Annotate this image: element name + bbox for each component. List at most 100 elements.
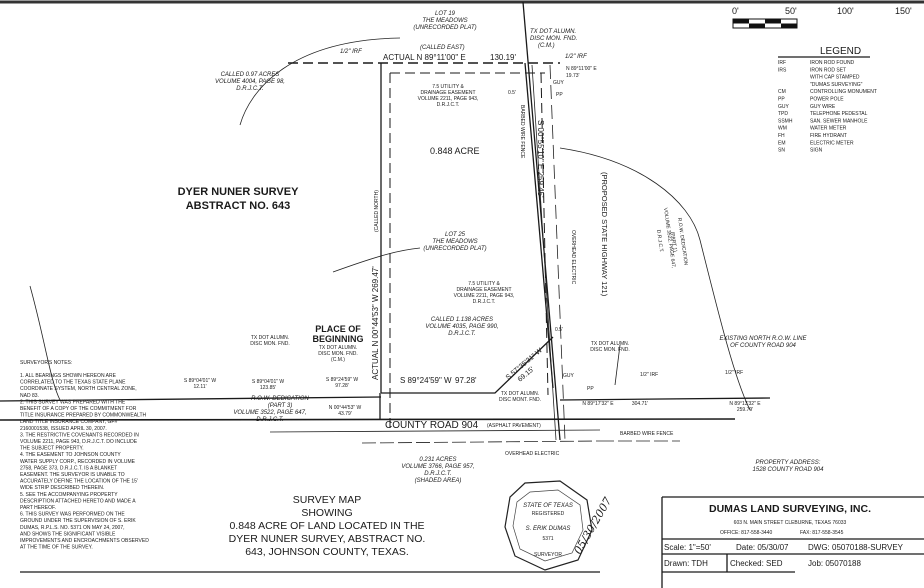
acreage-label: 0.848 ACRE: [430, 146, 480, 156]
easement-top-label: 7.5 UTILITY & DRAINAGE EASEMENT VOLUME 2…: [418, 84, 479, 108]
label-text: PP: [587, 386, 594, 392]
note-line: LAND TITLE INSURANCE COMPANY, GF#: [20, 419, 117, 425]
note-line: IMPROVEMENTS AND ENCROACHMENTS OBSERVED: [20, 538, 149, 544]
label-text: DISC MONT. FND.: [499, 397, 541, 403]
legend-code: PP: [778, 97, 785, 103]
north-distance: 130.19': [490, 53, 516, 62]
note-line: WATER SUPPLY CORP., RECORDED IN VOLUME: [20, 459, 136, 465]
row-ded-part3-label: R.O.W. DEDICATION (PART 3) VOLUME 3522, …: [233, 396, 309, 423]
label-text: PP: [556, 92, 563, 98]
label-text: CALLED 0.97 ACRES: [221, 72, 280, 78]
legend-label: WITH CAP STAMPED: [810, 75, 860, 81]
legend-code: SSMH: [778, 118, 793, 124]
existing-row-label: EXISTING NORTH R.O.W. LINE OF COUNTY ROA…: [719, 336, 807, 349]
label-text: THE MEADOWS: [432, 239, 477, 245]
irf-nw: 1/2" IRF: [340, 49, 362, 55]
proposed-highway-line: [522, 1, 561, 441]
label-text: GUY: [563, 373, 575, 379]
label-text: 259.79': [737, 407, 753, 413]
label-text: 7.5 UTILITY &: [432, 84, 464, 90]
label-text: STATE OF TEXAS: [523, 503, 573, 509]
label-text: (PART 3): [268, 403, 292, 409]
label-text: D.R.J.C.T.: [437, 102, 460, 108]
barbed-wire-fence-line: [531, 64, 557, 441]
label-text: S 89°24'59" W: [326, 377, 359, 383]
barbed-wire-fence-south: [361, 440, 601, 444]
note-line: NAD 83.: [20, 393, 39, 399]
legend-label: SIGN: [810, 148, 823, 154]
label-text: (C.M.): [538, 43, 555, 49]
west-called: (CALLED NORTH): [374, 190, 380, 232]
label-text: GUY: [553, 80, 565, 86]
note-line: 5. SEE THE ACCOMPANYING PROPERTY: [20, 492, 118, 498]
note-line: 4. THE EASEMENT TO JOHNSON COUNTY: [20, 452, 121, 458]
place-of-beginning-label: PLACE OF BEGINNING: [312, 324, 363, 344]
label-text: TX DOT ALUMN.: [530, 29, 576, 35]
label-text: 603 N. MAIN STREET CLEBURNE, TEXAS 76033: [734, 520, 847, 526]
dwg-field: DWG: 05070188-SURVEY: [808, 543, 904, 552]
note-line: 2758, PAGE 373, D.R.J.C.T. IS A BLANKET: [20, 465, 117, 471]
label-text: OFFICE: 817-558-3440: [720, 530, 772, 536]
label-text: 0.848 ACRE OF LAND LOCATED IN THE: [229, 520, 424, 532]
label-text: 12.11': [193, 384, 206, 390]
label-text: REGISTERED: [532, 511, 565, 517]
county-road-south-edge: [269, 429, 601, 433]
legend-label: WATER METER: [810, 126, 847, 132]
west-row-line: [0, 396, 382, 402]
label-text: BARBED WIRE FENCE: [620, 431, 674, 437]
legend-label: CONTROLLING MONUMENT: [810, 89, 877, 95]
legend-code: IRF: [778, 60, 786, 66]
dyer-nuner-label: DYER NUNER SURVEY ABSTRACT NO. 643: [178, 186, 299, 212]
label-text: PLACE OF: [315, 324, 361, 334]
label-text: (ASPHALT PAVEMENT): [487, 423, 541, 429]
legend-label: FIRE HYDRANT: [810, 133, 847, 139]
diagonal-bearing: S 57°35'31" W 69.15': [504, 346, 544, 383]
label-text: N 89°17'32" E: [582, 401, 614, 407]
label-text: R.O.W. DEDICATION: [251, 396, 309, 402]
note-line: 1. ALL BEARINGS SHOWN HEREON ARE: [20, 373, 117, 379]
scale-bar: 0' 50' 100' 150': [732, 6, 912, 29]
note-line: ACCURATELY DEFINE THE LOCATION OF THE 15…: [20, 479, 138, 485]
legend-code: IRS: [778, 67, 787, 73]
label-text: D.R.J.C.T.: [236, 86, 264, 92]
note-line: THE SUBJECT PROPERTY.: [20, 446, 84, 452]
legend-code: GUY: [778, 104, 790, 110]
label-text: OF COUNTY ROAD 904: [730, 343, 796, 349]
label-text: TX DOT ALUMN.: [501, 391, 539, 397]
note-line: 6. THIS SURVEY WAS PERFORMED ON THE: [20, 512, 125, 518]
note-line: 2. THIS SURVEY WAS PREPARED WITH THE: [20, 399, 126, 405]
note-line: DUMAS, R.P.L.S. NO. 5371 ON MAY 24, 2007…: [20, 525, 125, 531]
legend-code: TPD: [778, 111, 788, 117]
label-text: 1528 COUNTY ROAD 904: [753, 467, 825, 473]
lot19-label: LOT 19 THE MEADOWS (UNRECORDED PLAT): [413, 11, 476, 31]
note-line: AND SHOWS THE SIGNIFICANT VISIBLE: [20, 531, 116, 537]
row-ded-part1-label: R.O.W. DEDICATION (PART 1) VOLUME 3522, …: [655, 207, 689, 268]
label-text: ABSTRACT NO. 643: [186, 200, 291, 212]
label-text: 123.85': [260, 385, 276, 391]
label-text: (UNRECORDED PLAT): [413, 25, 476, 31]
label-text: BEGINNING: [312, 334, 363, 344]
note-line: COORDINATE SYSTEM, NORTH CENTRAL ZONE,: [20, 386, 137, 392]
legend-label: IRON ROD SET: [810, 67, 846, 73]
label-text: BARBED WIRE FENCE: [519, 105, 525, 159]
legend-label: POWER POLE: [810, 97, 844, 103]
label-text: 97.28': [335, 383, 349, 389]
label-text: SURVEY MAP: [293, 494, 361, 506]
label-text: 7.5 UTILITY &: [468, 281, 500, 287]
label-text: DYER NUNER SURVEY, ABSTRACT NO.: [229, 533, 426, 545]
note-line: BENEFIT OF A COPY OF THE COMMITMENT FOR: [20, 406, 137, 412]
label-text: PROPERTY ADDRESS:: [756, 460, 821, 466]
legend-code: EM: [778, 140, 786, 146]
irf-ne: 1/2" IRF: [565, 54, 587, 60]
label-text: (C.M.): [331, 357, 345, 363]
checked-field: Checked: SED: [730, 559, 783, 568]
scale-tick-50: 50': [785, 6, 797, 16]
label-text: S 89°04'01" W: [252, 379, 285, 385]
note-line: GROUND UNDER THE SUPERVISION OF S. ERIK: [20, 518, 136, 524]
label-text: FAX: 817-558-3545: [800, 530, 844, 536]
job-field: Job: 05070188: [808, 559, 861, 568]
label-text: VOLUME 3766, PAGE 957,: [401, 464, 474, 470]
label-text: N 89°11'00" E: [566, 66, 597, 72]
label-text: TX DOT ALUMN.: [591, 341, 629, 347]
